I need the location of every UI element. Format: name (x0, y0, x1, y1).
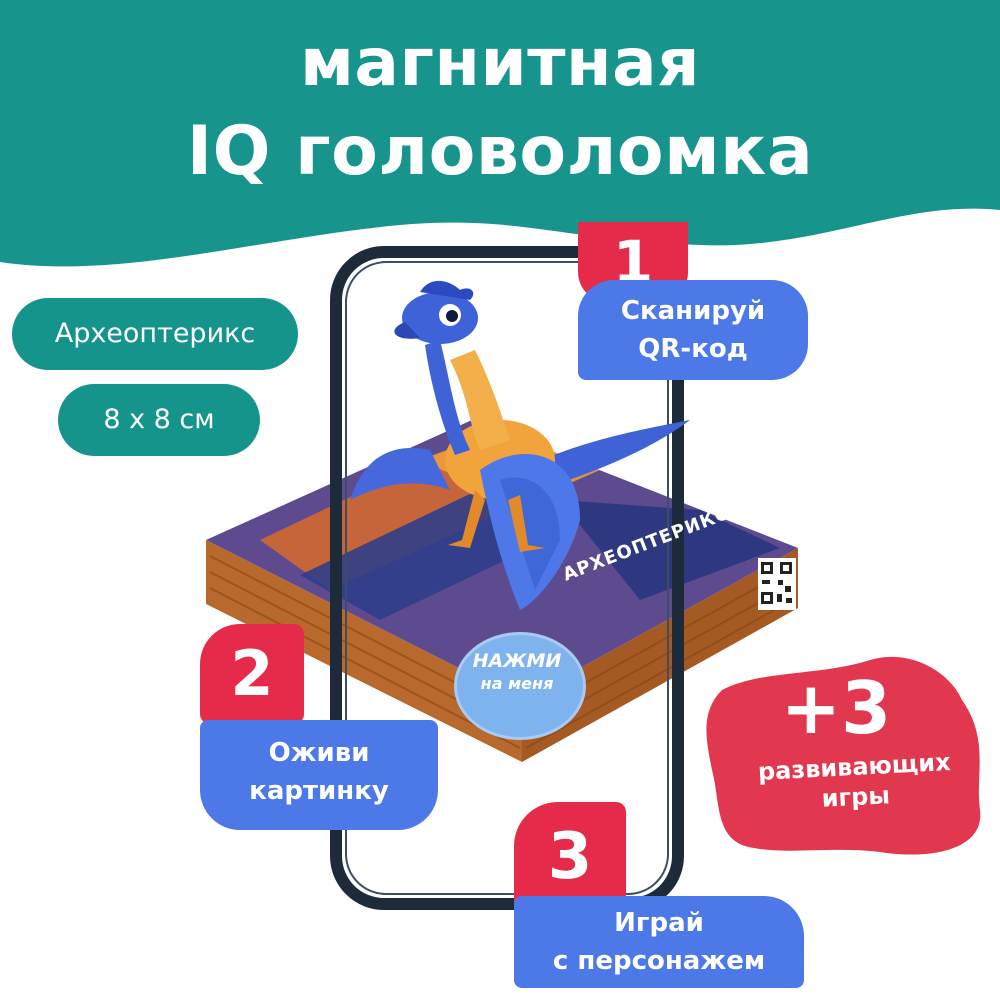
step-3-line-1: Играй (614, 908, 704, 938)
step-2-box: Оживи картинку (200, 720, 438, 830)
step-3-box: Играй с персонажем (514, 896, 804, 988)
step-1-line-1: Сканируй (620, 296, 766, 326)
title-line-1: магнитная (299, 24, 701, 101)
bonus-splash (706, 656, 981, 855)
smartphone (330, 246, 684, 910)
qr-code-icon (758, 558, 796, 610)
dinosaur (350, 280, 690, 610)
step-2-badge: 2 (200, 624, 304, 724)
step-3-badge: 3 (514, 802, 626, 912)
title-line-2: IQ головоломка (186, 112, 814, 191)
step-1-box: Сканируй QR-код (578, 280, 808, 380)
step-3-line-2: с персонажем (552, 946, 766, 976)
tap-me-line-1: НАЖМИ (472, 650, 562, 672)
tap-me-button[interactable] (454, 632, 586, 740)
product-name-pill: Археоптерикс (12, 298, 298, 370)
header-background (0, 0, 1000, 267)
step-2-line-1: Оживи (268, 738, 370, 768)
bonus-count: +3 (780, 666, 892, 750)
step-1-line-2: QR-код (638, 334, 748, 364)
product-size-pill: 8 х 8 см (58, 384, 260, 456)
step-2-line-2: картинку (249, 776, 389, 806)
tap-me-line-2: на меня (480, 674, 554, 693)
